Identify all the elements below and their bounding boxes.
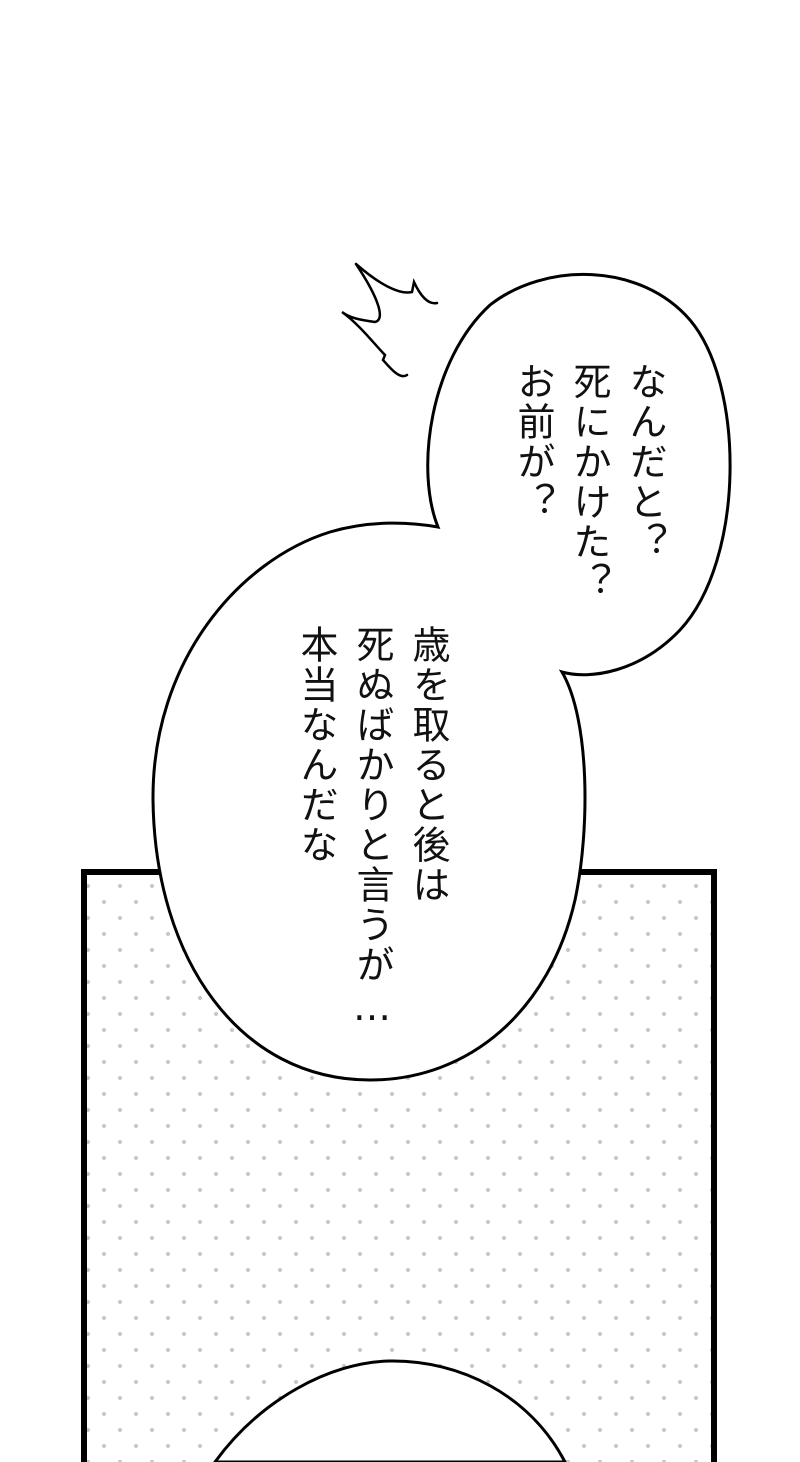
speech-bubble: [151, 273, 732, 1082]
anger-mark-icon: [341, 262, 439, 378]
speech-line: 本当なんだな: [294, 625, 338, 865]
speech-text-bottom: 歳を取ると後は 死ぬばかりと言うが… 本当なんだな: [288, 625, 456, 1031]
speech-line: 死にかけた？: [567, 362, 611, 602]
speech-line: 死ぬばかりと言うが…: [350, 625, 394, 1031]
partial-bubble-bottom: [213, 1359, 567, 1462]
speech-line: 歳を取ると後は: [406, 625, 450, 905]
speech-line: お前が？: [511, 362, 555, 522]
speech-line: なんだと？: [623, 362, 667, 562]
speech-text-top: なんだと？ 死にかけた？ お前が？: [505, 362, 673, 602]
